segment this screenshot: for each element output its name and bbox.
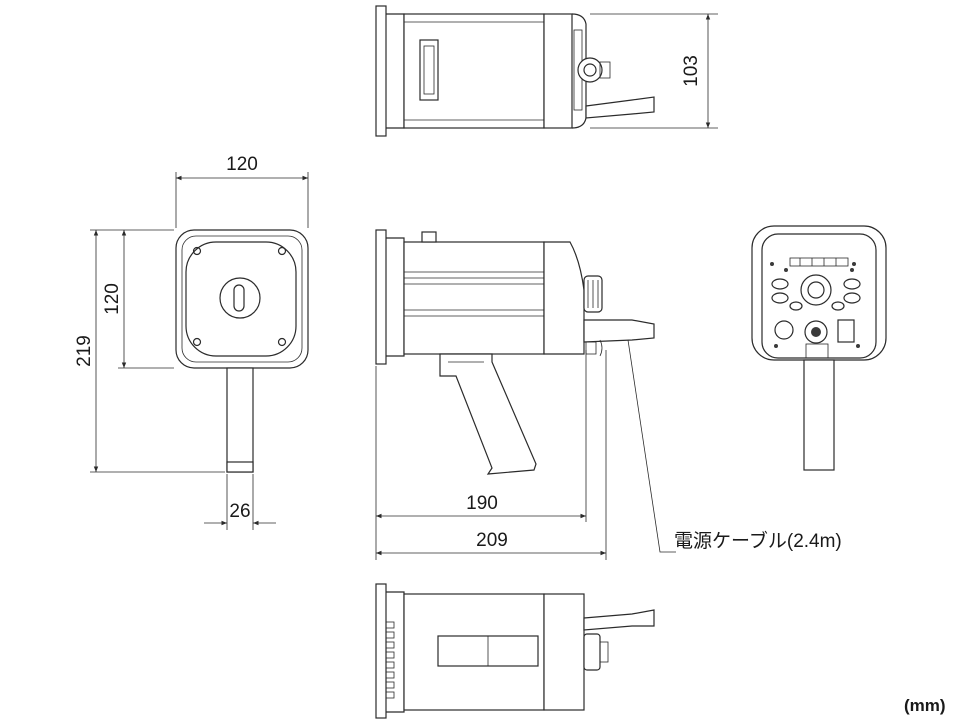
unit-label: (mm) — [904, 696, 946, 715]
dim-top-height: 103 — [681, 55, 702, 87]
dim-front-width: 120 — [226, 154, 258, 175]
dim-front-total-height: 219 — [74, 335, 95, 367]
bottom-view — [375, 583, 655, 719]
cable-label: 電源ケーブル(2.4m) — [674, 529, 842, 552]
dim-side-total-length: 209 — [476, 530, 508, 551]
front-view — [90, 172, 309, 530]
top-view — [375, 5, 718, 137]
dim-side-length: 190 — [466, 493, 498, 514]
side-view — [375, 229, 676, 560]
rear-view — [751, 225, 887, 471]
dim-grip-width: 26 — [229, 501, 250, 522]
dim-front-body-height: 120 — [102, 283, 123, 315]
